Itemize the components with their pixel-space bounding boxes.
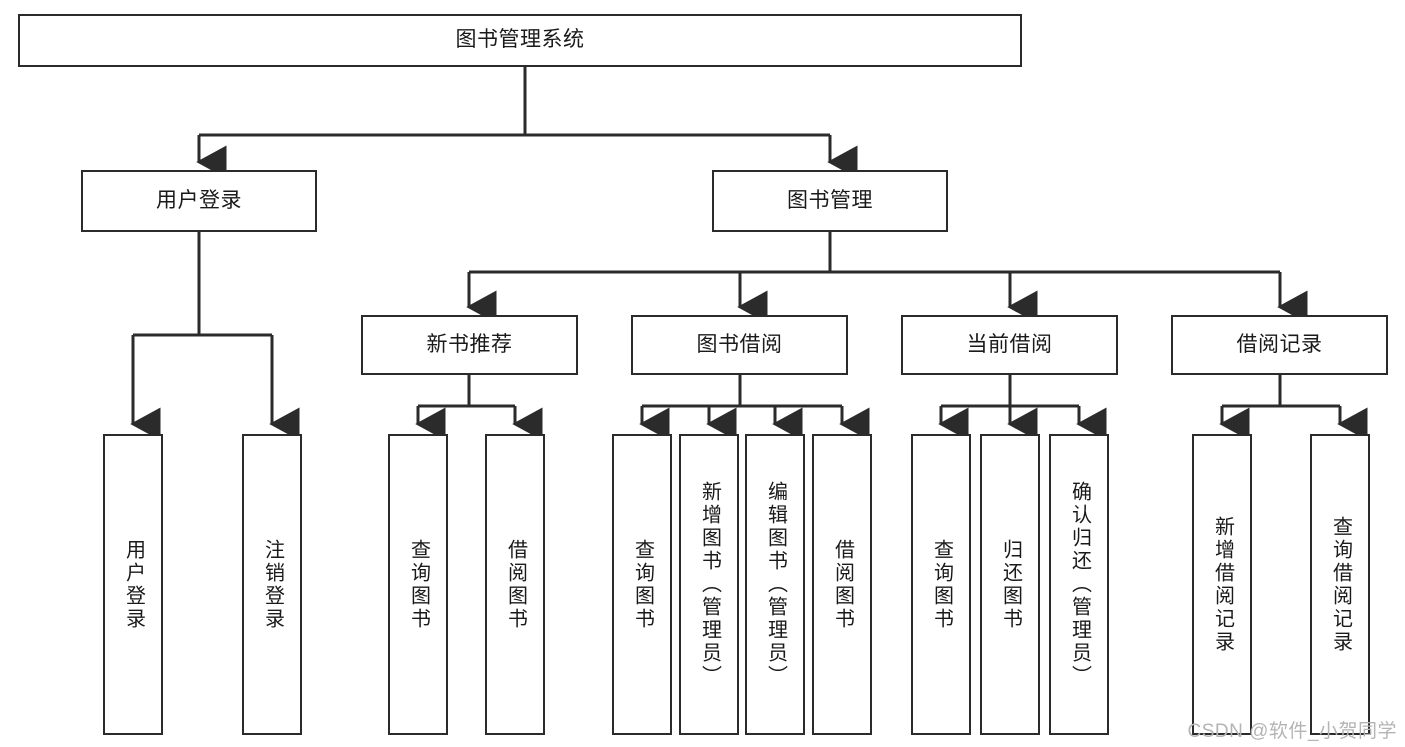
node-leaf-cur-confirm[interactable]: 确认归还（管理员） xyxy=(1049,434,1109,735)
node-leaf-borrow-edit[interactable]: 编辑图书（管理员） xyxy=(745,434,805,735)
node-leaf-borrow-do-label: 借阅图书 xyxy=(831,538,854,631)
node-root[interactable]: 图书管理系统 xyxy=(18,14,1022,67)
node-book-borrow[interactable]: 图书借阅 xyxy=(631,315,848,375)
node-user-login[interactable]: 用户登录 xyxy=(81,170,317,232)
node-leaf-cur-return[interactable]: 归还图书 xyxy=(980,434,1040,735)
node-leaf-borrow-edit-label: 编辑图书（管理员） xyxy=(764,481,787,688)
node-current-borrow-label: 当前借阅 xyxy=(966,332,1053,356)
node-leaf-rec-borrow-label: 借阅图书 xyxy=(504,538,527,631)
node-leaf-rec-add[interactable]: 新增借阅记录 xyxy=(1192,434,1252,735)
node-leaf-cur-query-label: 查询图书 xyxy=(930,538,953,631)
node-book-borrow-label: 图书借阅 xyxy=(696,332,783,356)
node-user-login-label: 用户登录 xyxy=(156,188,242,212)
node-book-manage-label: 图书管理 xyxy=(787,188,873,212)
node-leaf-user-login-label: 用户登录 xyxy=(122,538,145,631)
node-leaf-user-logout[interactable]: 注销登录 xyxy=(242,434,302,735)
node-leaf-rec-borrow[interactable]: 借阅图书 xyxy=(485,434,545,735)
node-borrow-record-label: 借阅记录 xyxy=(1236,332,1323,356)
node-leaf-borrow-query-label: 查询图书 xyxy=(631,538,654,631)
node-leaf-borrow-add-label: 新增图书（管理员） xyxy=(698,481,721,688)
node-new-book-rec-label: 新书推荐 xyxy=(426,332,513,356)
node-leaf-rec-query2-label: 查询借阅记录 xyxy=(1329,515,1352,654)
node-leaf-borrow-add[interactable]: 新增图书（管理员） xyxy=(679,434,739,735)
node-leaf-rec-query2[interactable]: 查询借阅记录 xyxy=(1310,434,1370,735)
node-root-label: 图书管理系统 xyxy=(455,28,585,52)
node-current-borrow[interactable]: 当前借阅 xyxy=(901,315,1118,375)
node-leaf-user-logout-label: 注销登录 xyxy=(261,538,284,631)
node-leaf-cur-confirm-label: 确认归还（管理员） xyxy=(1068,481,1091,688)
node-leaf-cur-query[interactable]: 查询图书 xyxy=(911,434,971,735)
node-borrow-record[interactable]: 借阅记录 xyxy=(1171,315,1388,375)
node-new-book-rec[interactable]: 新书推荐 xyxy=(361,315,578,375)
node-leaf-borrow-do[interactable]: 借阅图书 xyxy=(812,434,872,735)
node-leaf-borrow-query[interactable]: 查询图书 xyxy=(612,434,672,735)
node-leaf-cur-return-label: 归还图书 xyxy=(999,538,1022,631)
node-leaf-rec-query-label: 查询图书 xyxy=(407,538,430,631)
node-book-manage[interactable]: 图书管理 xyxy=(712,170,948,232)
node-leaf-rec-query[interactable]: 查询图书 xyxy=(388,434,448,735)
node-leaf-rec-add-label: 新增借阅记录 xyxy=(1211,515,1234,654)
node-leaf-user-login[interactable]: 用户登录 xyxy=(103,434,163,735)
